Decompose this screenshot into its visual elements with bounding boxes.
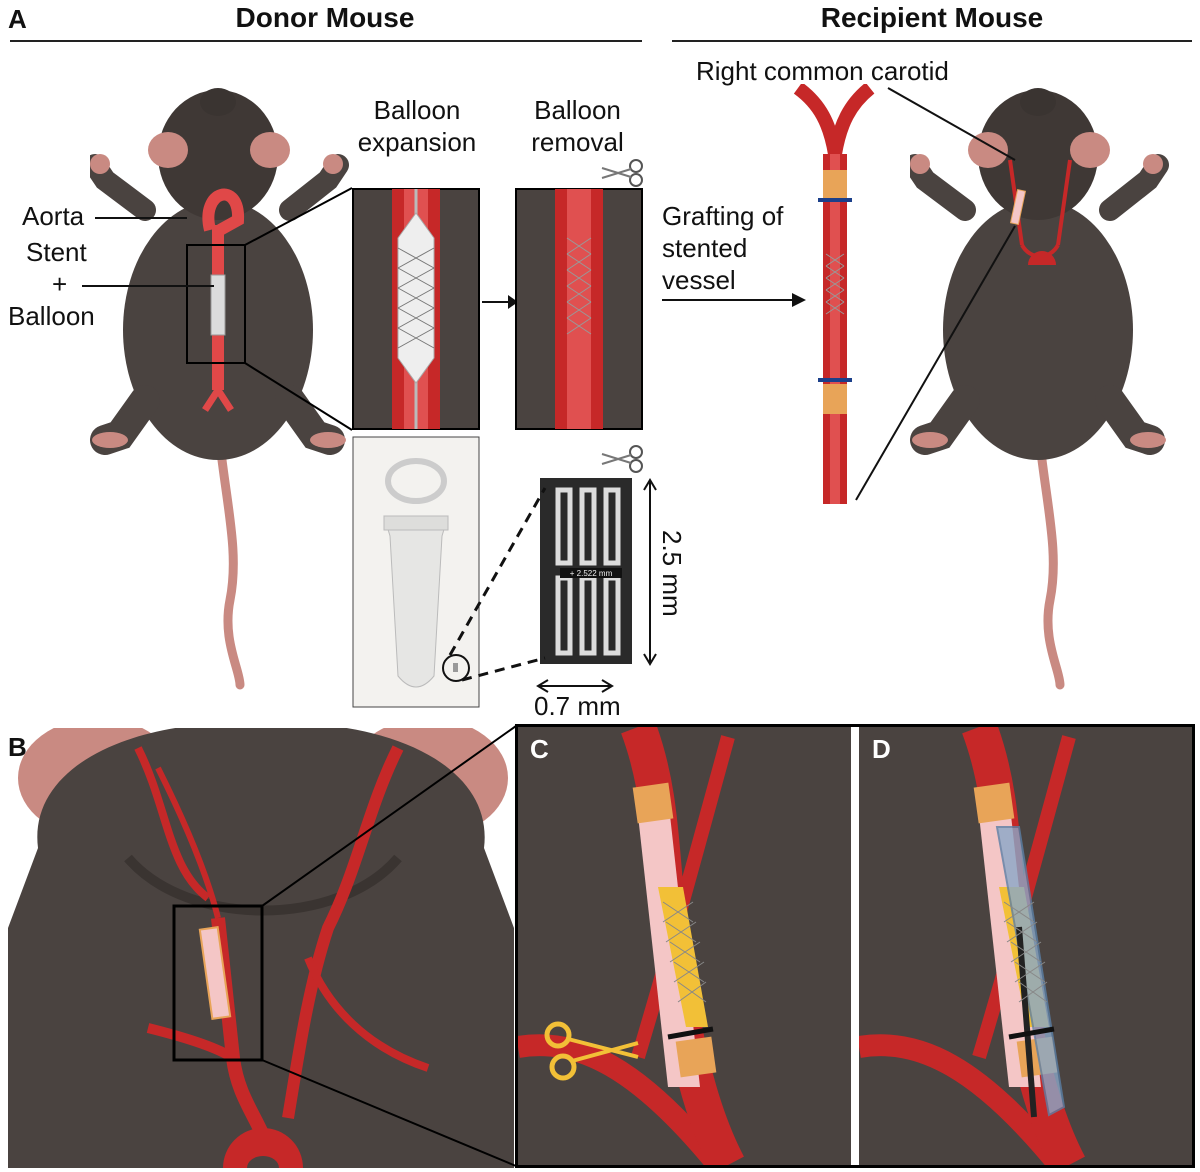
carotid-label: Right common carotid: [696, 56, 949, 86]
scissors-icon: [601, 445, 643, 473]
width-measurement: 0.7 mm: [534, 691, 621, 721]
panel-d-illustration: [859, 727, 1086, 1165]
scissors-icon: [601, 159, 643, 187]
balloon-removal-title: Balloon removal: [515, 94, 640, 158]
balloon-expansion-title: Balloon expansion: [352, 94, 482, 158]
plus-label: +: [52, 269, 68, 299]
panel-letter-b: B: [8, 732, 27, 762]
panel-letter-d: D: [872, 734, 891, 764]
recipient-mouse-illustration: [910, 88, 1169, 690]
aorta-label: Aorta: [22, 201, 85, 231]
carotid-graft-vessel: [793, 84, 875, 504]
donor-header-rule: [10, 40, 642, 42]
sem-readout: + 2.522 mm: [570, 569, 613, 578]
neck-closeup: [8, 728, 514, 1168]
stent-sem-image: + 2.522 mm: [540, 478, 632, 664]
panel-letter-c: C: [530, 734, 549, 764]
balloon-removal-line1: Balloon: [534, 95, 621, 125]
balloon-removal-box: [515, 188, 643, 430]
aorta-leader-line: [95, 217, 187, 219]
stent-leader-line: [82, 285, 214, 287]
grafting-line1: Grafting of: [662, 201, 784, 231]
scissors-icon: [544, 1021, 639, 1081]
recipient-header-rule: [672, 40, 1192, 42]
balloon-expansion-line1: Balloon: [373, 95, 461, 125]
balloon-expansion-line2: expansion: [357, 127, 477, 157]
grafting-line3: vessel: [662, 265, 736, 295]
stent-tube-photo: [352, 436, 480, 708]
arrow-expansion-to-removal: [482, 295, 518, 309]
cd-divider: [851, 727, 859, 1165]
grafting-arrow: [662, 293, 806, 307]
balloon-label: Balloon: [8, 301, 95, 331]
balloon-removal-line2: removal: [531, 127, 624, 157]
donor-mouse-header: Donor Mouse: [235, 2, 415, 33]
panel-c-illustration: [518, 727, 745, 1165]
stent-label: Stent: [26, 237, 87, 267]
grafting-title: Grafting of stented vessel: [662, 200, 783, 296]
balloon-expansion-box: [352, 188, 480, 430]
panel-letter-a: A: [8, 4, 27, 34]
grafting-line2: stented: [662, 233, 748, 263]
recipient-mouse-header: Recipient Mouse: [820, 2, 1044, 33]
donor-mouse-illustration: [90, 88, 349, 690]
length-measurement: 2.5 mm: [657, 530, 687, 617]
